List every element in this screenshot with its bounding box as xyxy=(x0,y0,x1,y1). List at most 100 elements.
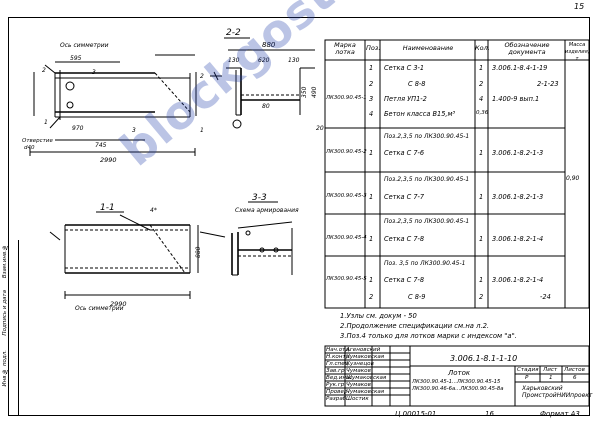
tb-name-5: Чумаков xyxy=(346,382,371,388)
row8-pos: 1 xyxy=(369,193,374,201)
plan-mark-3-bottom: 3 xyxy=(132,127,136,134)
tb-sheet-hdr: Лист xyxy=(543,367,558,373)
row1-qty: 1 xyxy=(479,64,484,72)
hdr-mass: Масса изделия, т xyxy=(565,42,590,62)
note-3: 3.Поз.4 только для лотков марки с индекс… xyxy=(340,332,517,340)
row4-name: Бетон класса В15,м³ xyxy=(384,110,456,118)
tb-sheet: 1 xyxy=(549,375,553,381)
tb-role-5: Рук.гр. xyxy=(326,382,347,388)
row2-qty: 2 xyxy=(479,80,484,88)
row8-qty: 1 xyxy=(479,193,484,201)
tb-role-7: Разраб. xyxy=(326,396,348,402)
row8-name: Сетка С 7-7 xyxy=(384,193,425,201)
section-1-1 xyxy=(49,214,199,299)
dim-130b: 130 xyxy=(288,57,300,64)
row10-doc: 3.006.1-8.2-1-4 xyxy=(492,235,544,243)
tb-name-6: Чумаковская xyxy=(346,389,385,395)
hole-label: Отверстие xyxy=(22,138,53,144)
view-axis-label: Ось симметрии xyxy=(75,305,124,312)
row2-pos: 2 xyxy=(369,80,374,88)
plan-axis-label: Ось симметрии xyxy=(60,42,109,49)
dim-490: 490 xyxy=(311,86,318,98)
row8-doc: 3.006.1-8.2-1-3 xyxy=(492,193,544,201)
row12-mark: ЛК300.90.45-5 xyxy=(326,276,367,282)
row5-name: Поз.2,3,5 по ЛК300.90.45-1 xyxy=(384,133,470,140)
row13-qty: 2 xyxy=(479,293,484,301)
side-stamp: Инв.№ подл. Подпись и дата Взам.инв.№ xyxy=(0,240,19,416)
dim-130a: 130 xyxy=(228,57,240,64)
tb-role-0: Нач.отд. xyxy=(326,347,352,353)
row3-qty: 4 xyxy=(479,95,484,103)
hdr-doc: Обозначение документа xyxy=(504,41,550,56)
tb-role-1: Н.контр. xyxy=(326,354,352,360)
row3-mark: ЛК300.90.45-1 xyxy=(326,95,367,101)
row1-name: Сетка С 3-1 xyxy=(384,64,425,72)
title-block-grid xyxy=(324,345,590,407)
plan-mark-3-top: 3 xyxy=(92,69,96,76)
dim-80: 80 xyxy=(262,103,270,110)
tb-name-7: Шостик xyxy=(346,396,369,402)
row6-name: Сетка С 7-6 xyxy=(384,149,425,157)
row10-mark: ЛК300.90.45-4 xyxy=(326,235,367,241)
row10-name: Сетка С 7-8 xyxy=(384,235,425,243)
dim-2990-view: 2990 xyxy=(110,300,127,308)
view-3-3-title: 3-3 xyxy=(252,193,267,203)
view-1-1-title: 1-1 xyxy=(100,203,115,213)
plan-mark-1-left: 1 xyxy=(44,119,48,126)
dim-350: 350 xyxy=(301,86,308,98)
row4-qty: 0,36 xyxy=(476,110,489,116)
tb-doc-code: 3.006.1-8.1-1-10 xyxy=(450,354,518,363)
row6-qty: 1 xyxy=(479,149,484,157)
row2-doc: 2-1-23 xyxy=(537,80,559,88)
mark-4-star: 4* xyxy=(150,207,157,214)
row8-mark: ЛК300.90.45-3 xyxy=(326,193,367,199)
format-label: Формат А3 xyxy=(540,410,580,418)
plan-view xyxy=(29,54,197,156)
row13-name: С 8-9 xyxy=(408,293,426,301)
row2-name: С 8-8 xyxy=(408,80,426,88)
tb-stage-hdr: Стадия xyxy=(517,367,539,373)
tb-name-0: Агеновский xyxy=(346,347,381,353)
section-2-2 xyxy=(210,49,315,129)
row1-doc: 3.006.1-8.4-1-19 xyxy=(492,64,548,72)
row12-qty: 1 xyxy=(479,276,484,284)
plan-mark-2: 2 xyxy=(42,67,46,74)
view-3-3-subtitle: Схема армирования xyxy=(235,207,299,214)
row3-doc: 1.400-9 вып.1 xyxy=(492,95,540,103)
dim-595: 595 xyxy=(70,55,82,62)
mass-value: 0,90 xyxy=(566,175,580,182)
hdr-qty: Кол. xyxy=(475,44,490,52)
hdr-mark: Марка лотка xyxy=(334,41,356,56)
row9-name: Поз.2,3,5 по ЛК300.90.45-1 xyxy=(384,218,470,225)
bottom-num: 16 xyxy=(485,410,494,418)
tb-role-3: Зав.гр. xyxy=(326,368,347,374)
spec-grid xyxy=(324,39,590,309)
tb-role-4: Вед.инж. xyxy=(326,375,354,381)
row10-qty: 1 xyxy=(479,235,484,243)
dim-970: 970 xyxy=(72,125,84,132)
row11-name: Поз. 3,5 по ЛК300.90.45-1 xyxy=(384,260,466,267)
row6-mark: ЛК300.90.45-2 xyxy=(326,149,367,155)
tb-name-1: Чумаковская xyxy=(346,354,385,360)
row12-name: Сетка С 7-8 xyxy=(384,276,425,284)
hdr-name: Наименование xyxy=(402,44,454,52)
row12-doc: 3.006.1-8.2-1-4 xyxy=(492,276,544,284)
dim-20: 20 xyxy=(316,125,324,132)
row6-doc: 3.006.1-8.2-1-3 xyxy=(492,149,544,157)
tb-name-3: Чумаков xyxy=(346,368,371,374)
dim-880: 880 xyxy=(262,41,276,49)
dim-880-side: 880 xyxy=(195,246,202,258)
tb-sheets: 6 xyxy=(573,375,577,381)
row12-pos: 1 xyxy=(369,276,374,284)
tb-name-2: Кузнецов xyxy=(346,361,374,367)
row13-pos: 2 xyxy=(369,293,374,301)
tb-role-2: Гл.спец. xyxy=(326,361,351,367)
row4-pos: 4 xyxy=(369,110,374,118)
tb-role-6: Провер. xyxy=(326,389,350,395)
hole-dia: d40 xyxy=(24,145,35,151)
row10-pos: 1 xyxy=(369,235,374,243)
tb-stage: Р xyxy=(525,375,529,381)
plan-mark-2-right: 2 xyxy=(200,73,204,80)
dim-745: 745 xyxy=(95,142,107,149)
